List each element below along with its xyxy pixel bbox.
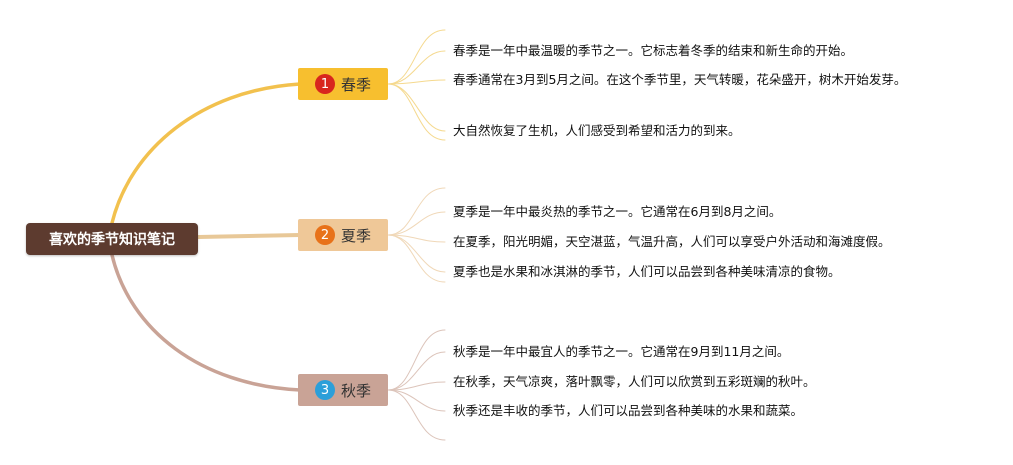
- leaf-spring-1[interactable]: 春季是一年中最温暖的季节之一。它标志着冬季的结束和新生命的开始。: [453, 43, 854, 58]
- leaf-summer-3[interactable]: 夏季也是水果和冰淇淋的季节，人们可以品尝到各种美味清凉的食物。: [453, 264, 841, 279]
- leaf-connector: [387, 50, 446, 85]
- leaf-autumn-2[interactable]: 在秋季，天气凉爽，落叶飘零，人们可以欣赏到五彩斑斓的秋叶。: [453, 374, 816, 389]
- connector-root-spring: [110, 82, 302, 225]
- root-topic[interactable]: 喜欢的季节知识笔记: [26, 223, 198, 255]
- leaf-connector: [387, 381, 446, 391]
- leaf-connector: [387, 79, 446, 85]
- branch-autumn[interactable]: 3 秋季: [298, 374, 388, 406]
- leaf-brace-top: [387, 329, 446, 391]
- leaf-summer-2[interactable]: 在夏季，阳光明媚，天空湛蓝，气温升高，人们可以享受户外活动和海滩度假。: [453, 234, 891, 249]
- branch-label: 秋季: [340, 381, 371, 400]
- connector-root-summer: [196, 233, 302, 239]
- branch-summer[interactable]: 2 夏季: [298, 219, 388, 251]
- badge-number-3: 3: [314, 380, 335, 400]
- root-topic-label: 喜欢的季节知识笔记: [49, 232, 175, 248]
- leaf-connector: [387, 211, 446, 236]
- leaf-summer-1[interactable]: 夏季是一年中最炎热的季节之一。它通常在6月到8月之间。: [453, 204, 782, 219]
- leaf-autumn-1[interactable]: 秋季是一年中最宜人的季节之一。它通常在9月到11月之间。: [453, 344, 790, 359]
- leaf-spring-2[interactable]: 春季通常在3月到5月之间。在这个季节里，天气转暖，花朵盛开，树木开始发芽。: [453, 72, 907, 87]
- badge-number-1: 1: [314, 74, 335, 94]
- branch-spring[interactable]: 1 春季: [298, 68, 388, 100]
- branch-label: 春季: [340, 75, 371, 94]
- leaf-connector: [387, 389, 446, 412]
- badge-number-2: 2: [314, 225, 335, 245]
- leaf-connector: [387, 83, 446, 132]
- branch-label: 夏季: [340, 226, 371, 245]
- leaf-brace-top: [387, 29, 446, 85]
- connector-root-autumn: [110, 253, 302, 392]
- leaf-brace-bottom: [387, 83, 446, 141]
- leaf-connector: [387, 351, 446, 391]
- leaf-connector: [387, 234, 446, 273]
- leaf-spring-3[interactable]: 大自然恢复了生机，人们感受到希望和活力的到来。: [453, 123, 741, 138]
- leaf-autumn-3[interactable]: 秋季还是丰收的季节，人们可以品尝到各种美味的水果和蔬菜。: [453, 403, 804, 418]
- leaf-brace-bottom: [387, 389, 446, 441]
- leaf-brace-top: [387, 187, 446, 236]
